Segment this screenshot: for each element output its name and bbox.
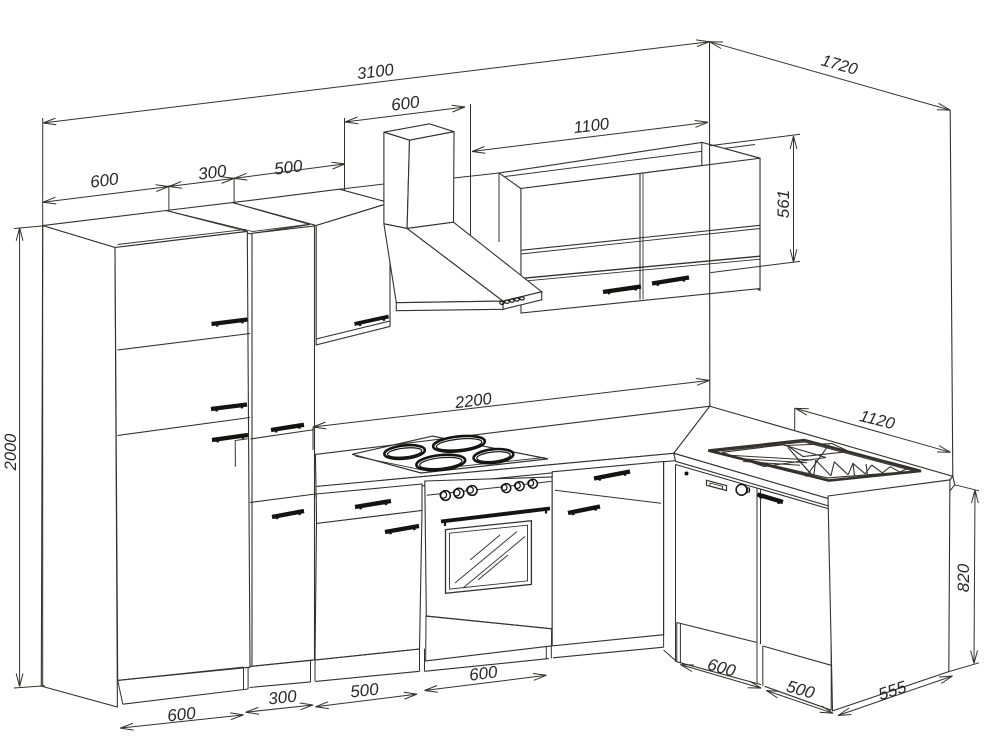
svg-text:3100: 3100 xyxy=(356,61,395,83)
svg-text:561: 561 xyxy=(774,190,793,218)
svg-text:300: 300 xyxy=(197,161,228,183)
svg-text:300: 300 xyxy=(267,687,298,709)
svg-text:500: 500 xyxy=(349,680,380,702)
svg-text:2000: 2000 xyxy=(2,433,20,472)
svg-text:500: 500 xyxy=(273,156,304,178)
svg-text:1100: 1100 xyxy=(573,115,611,137)
svg-text:600: 600 xyxy=(166,704,197,726)
svg-text:2200: 2200 xyxy=(453,390,493,413)
svg-text:820: 820 xyxy=(954,563,973,592)
svg-text:600: 600 xyxy=(89,169,120,191)
svg-text:600: 600 xyxy=(468,662,499,684)
svg-text:600: 600 xyxy=(390,92,421,114)
